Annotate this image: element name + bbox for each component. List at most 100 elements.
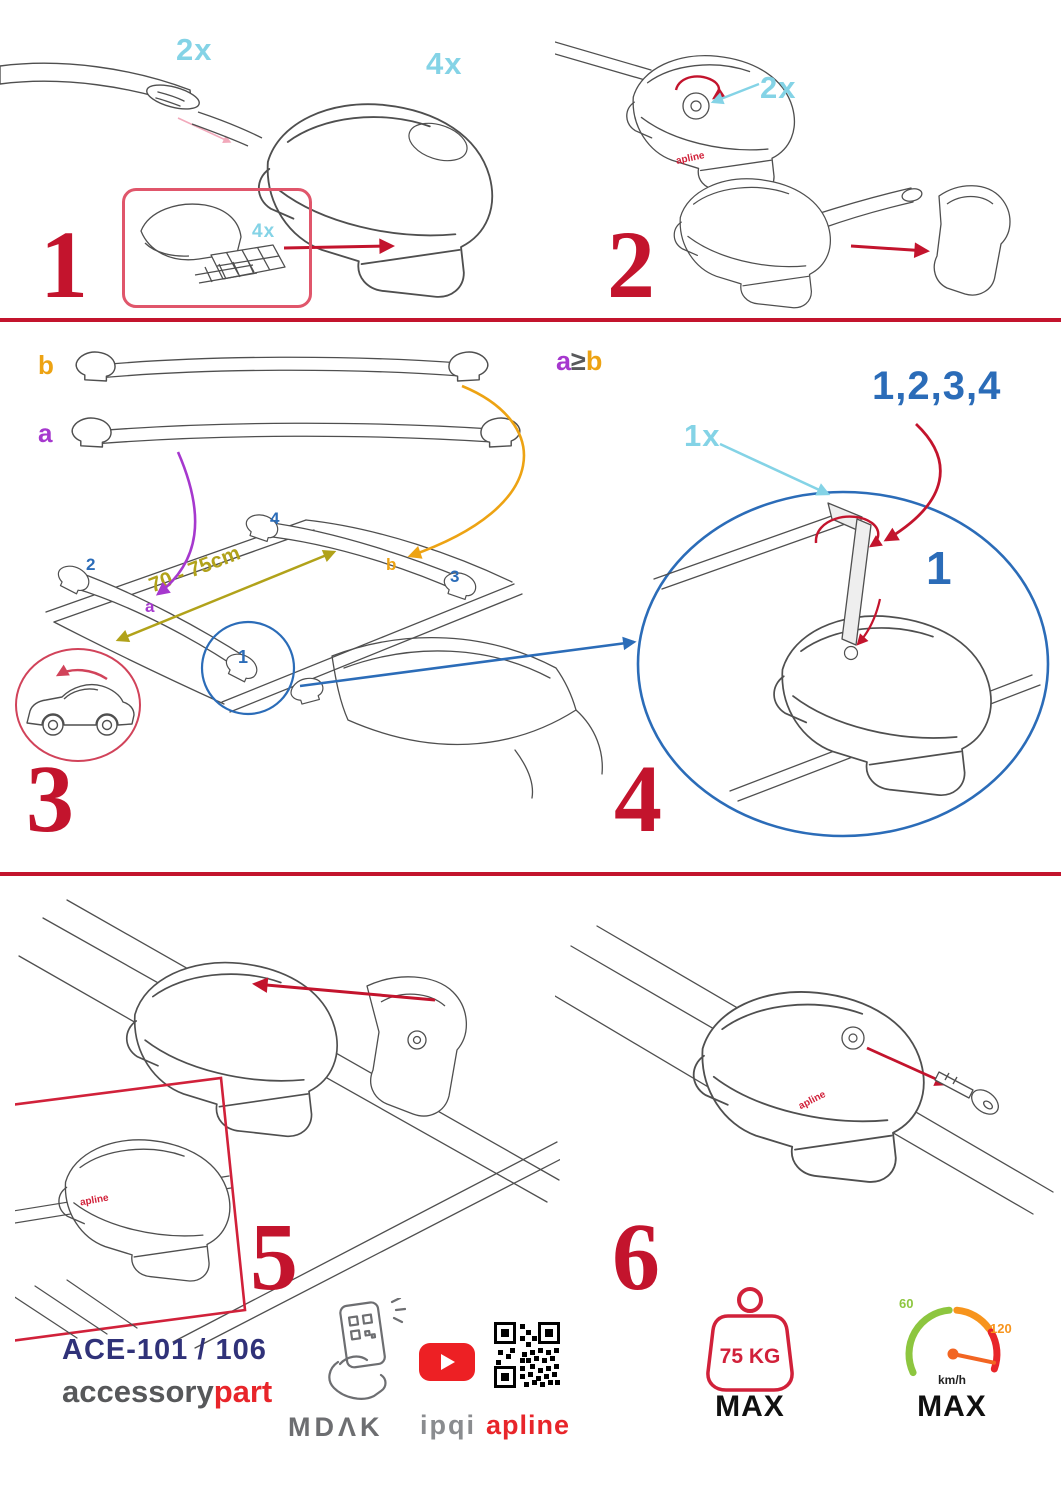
qr-finder-tr (538, 1322, 560, 1344)
foot-underside (140, 203, 242, 261)
max-weight-value: 75 KG (719, 1345, 781, 1368)
foot-drawing-lower (673, 178, 831, 309)
tighten-sequence: 1,2,3,4 (872, 364, 1002, 408)
speed-low-label: 60 (899, 1296, 914, 1311)
step1-illustration (0, 62, 494, 298)
brand-wordmark-gray: accessory (62, 1374, 214, 1409)
result-inset-frame (15, 1076, 247, 1342)
adjuster-bolt (843, 645, 859, 661)
crossbar-drawing (0, 62, 200, 110)
pad-install-arrow (283, 238, 395, 255)
model-number: ACE-101 / 106 (62, 1334, 267, 1366)
step2-illustration (555, 41, 1011, 309)
step6-illustration (555, 925, 1054, 1215)
step2-lock-qty: 2x (760, 70, 797, 105)
step5-illustration (15, 899, 560, 1349)
gauge-needle (951, 1352, 996, 1365)
max-speed-label: MAX (917, 1390, 987, 1423)
roof-edge-lines (172, 1141, 560, 1349)
windshield (331, 636, 577, 746)
distance-arrow (115, 549, 337, 643)
bar-b-right-foot (448, 351, 489, 382)
key-drawing (934, 1071, 999, 1115)
qr-finder-bl (494, 1366, 516, 1388)
cover-slide-arrow (252, 977, 436, 1002)
roof-top-view (45, 510, 603, 799)
roof-label-b: b (386, 555, 397, 574)
brand-wordmark: accessorypart (62, 1376, 272, 1407)
phone-scan-icon (328, 1298, 406, 1400)
step5-number: 5 (250, 1203, 298, 1310)
weight-icon (706, 1287, 794, 1392)
foot-drawing-detail (773, 615, 992, 797)
lock-qty-arrow (710, 82, 760, 105)
logo-mdak: MDΛK (288, 1412, 384, 1442)
section-divider-2 (0, 872, 1061, 876)
gauge-pivot (947, 1348, 959, 1360)
section-divider-1 (0, 318, 1061, 322)
step1-pad-inset (122, 188, 312, 308)
foot1-highlight-circle (200, 620, 296, 716)
roof-rear-edge (305, 519, 513, 583)
max-weight-label: MAX (715, 1390, 785, 1423)
car-side-lines (514, 709, 603, 799)
logo-ipqi: ipqi (420, 1410, 476, 1440)
inset-hatch-lines (15, 1279, 138, 1339)
logo-apline: apline (486, 1410, 571, 1440)
lock-keyhole (848, 1033, 858, 1043)
key-rotate-arrow (814, 515, 883, 548)
bar-b-drawing (97, 356, 461, 379)
end-cap-piece (933, 185, 1011, 296)
bar-stub (191, 111, 263, 147)
step2-number: 2 (607, 211, 655, 318)
gauge-orange-arc (953, 1306, 993, 1333)
gauge-green-arc (905, 1306, 953, 1377)
cover-keyhole (407, 1030, 427, 1050)
cap-install-arrow (850, 242, 930, 258)
bar-a-right-foot (480, 417, 521, 448)
step6-number: 6 (612, 1203, 660, 1310)
step3-number: 3 (26, 745, 74, 852)
speed-unit-label: km/h (937, 1373, 966, 1387)
key-pointer-arrow (866, 1046, 950, 1086)
roof-label-a: a (145, 597, 155, 616)
bar-b-label: b (38, 350, 54, 380)
step1-pad-qty: 4x (252, 221, 276, 242)
rule-a: a (556, 346, 572, 376)
bar-end-profile (901, 188, 923, 202)
step1-bar-qty: 2x (176, 32, 213, 67)
qr-code-icon (494, 1322, 560, 1388)
roof-label-3: 3 (450, 567, 460, 586)
car-inset (15, 648, 141, 762)
rule-b: b (585, 346, 603, 376)
play-triangle (441, 1354, 455, 1370)
step1-foot-qty: 4x (426, 46, 463, 81)
youtube-icon (419, 1343, 475, 1381)
step4-number: 4 (614, 745, 662, 852)
sequence-callout-1: 1 (926, 542, 952, 594)
car-inset-border (15, 648, 141, 762)
step4-tool-qty: 1x (684, 418, 721, 453)
rule-gte: ≥ (571, 346, 586, 376)
brand-wordmark-red: part (213, 1374, 273, 1409)
pad-slot-grid (194, 258, 258, 284)
qr-finder-tl (494, 1322, 516, 1344)
lock-keyhole (690, 100, 702, 112)
step4-detail-view (636, 490, 1050, 838)
right-roof-rail (221, 583, 523, 713)
roof-label-1: 1 (238, 647, 249, 667)
inset-foot-drawing (58, 1139, 231, 1282)
bolt-pointer-arrow (856, 598, 882, 646)
lock-cylinder (682, 92, 710, 120)
foot-cover-detail (408, 122, 468, 162)
rail-upper (653, 512, 849, 590)
car-silhouette (26, 683, 135, 726)
bar-drawing-lower (816, 187, 914, 229)
bar-into-foot (555, 41, 652, 81)
distance-rule: a≥b (556, 348, 602, 375)
rear-crossbar (263, 521, 463, 593)
step1-number: 1 (40, 211, 88, 318)
pad-inset-illustration (140, 203, 286, 284)
speed-high-label: 120 (990, 1321, 1012, 1336)
